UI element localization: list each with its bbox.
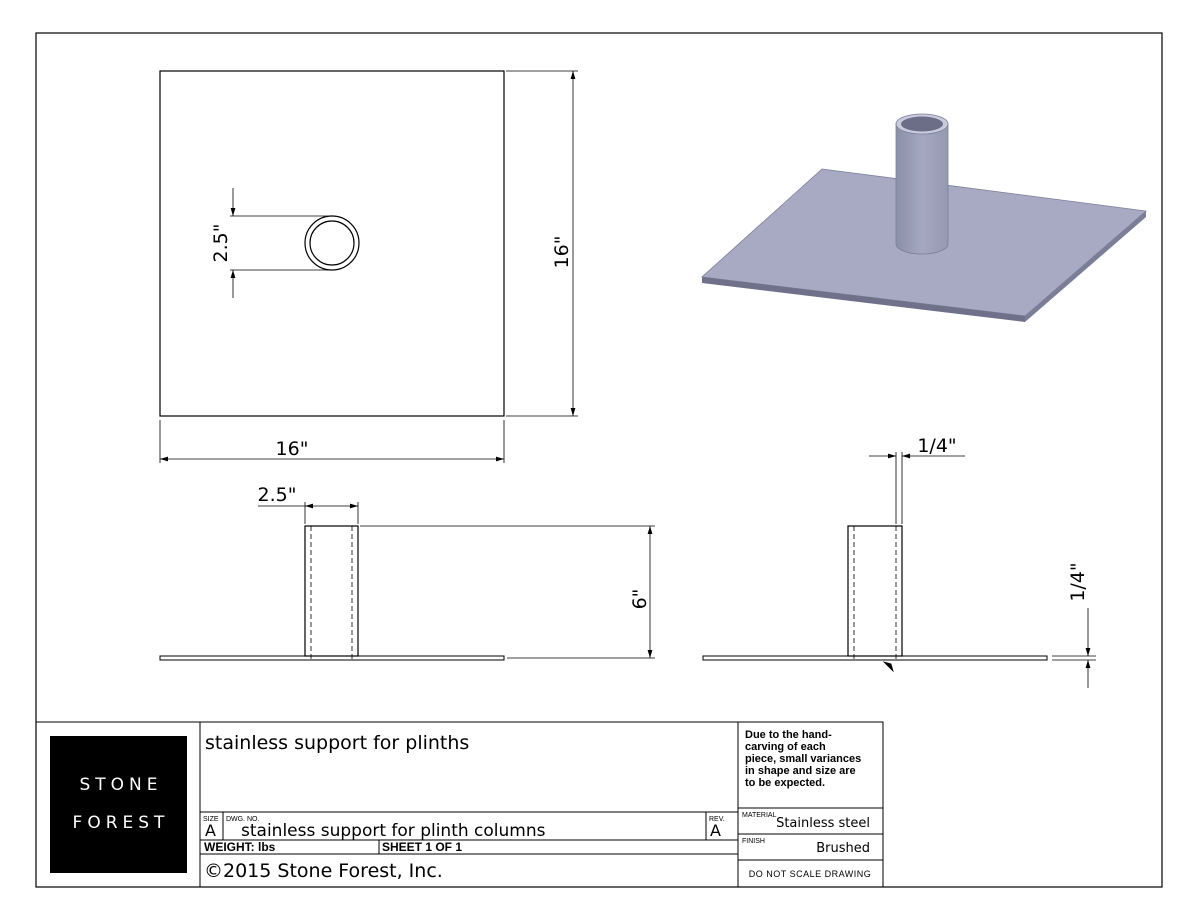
logo-line-stone: STONE — [79, 775, 162, 795]
iso-plate-edge-front — [702, 277, 1025, 322]
note-line-1: Due to the hand- — [745, 729, 832, 741]
drawing-title: stainless support for plinths — [205, 732, 469, 754]
top-view — [159, 70, 578, 463]
dwg-no-label: DWG. NO. — [226, 816, 259, 823]
do-not-scale-note: DO NOT SCALE DRAWING — [749, 869, 872, 879]
finish-label: FINISH — [742, 838, 765, 845]
dim-tube-diameter-top: 2.5" — [210, 224, 232, 263]
stone-forest-logo — [50, 736, 187, 873]
note-line-2: carving of each — [745, 741, 826, 753]
isometric-view — [701, 113, 1147, 322]
dim-plate-height: 16" — [551, 236, 573, 269]
sheet-field: SHEET 1 OF 1 — [382, 840, 462, 854]
note-line-4: in shape and size are — [745, 765, 856, 777]
iso-tube-body — [895, 123, 949, 255]
dim-tube-height: 6" — [629, 589, 651, 610]
finish-value: Brushed — [816, 841, 870, 856]
dim-tube-diameter-front: 2.5" — [258, 484, 297, 506]
dwg-no-value: stainless support for plinth columns — [241, 821, 546, 841]
sheet-border — [35, 32, 1163, 888]
dim-plate-width: 16" — [276, 438, 309, 460]
note-line-3: piece, small variances — [745, 753, 861, 765]
side-view — [702, 452, 1096, 688]
weld-mark — [882, 661, 894, 673]
tube-inner-circle — [309, 220, 355, 266]
dim-plate-thickness: 1/4" — [1067, 562, 1089, 601]
front-view — [159, 502, 655, 661]
side-tube — [847, 525, 903, 657]
copyright: ©2015 Stone Forest, Inc. — [204, 860, 443, 882]
material-label: MATERIAL — [742, 812, 777, 819]
logo-line-forest: FOREST — [73, 813, 170, 833]
material-value: Stainless steel — [776, 816, 870, 831]
size-value: A — [205, 821, 216, 840]
front-tube — [304, 525, 359, 657]
note-line-5: to be expected. — [745, 777, 825, 789]
rev-label: REV. — [709, 816, 725, 823]
rev-value: A — [710, 821, 721, 840]
size-label: SIZE — [203, 816, 219, 823]
plate-outline-top — [159, 70, 505, 417]
weight-field: WEIGHT: lbs — [204, 840, 276, 854]
iso-plate-edge-right — [1025, 211, 1146, 322]
iso-tube-bore — [901, 116, 943, 132]
tube-outer-circle — [304, 215, 360, 271]
dim-wall-thickness: 1/4" — [917, 435, 956, 457]
title-block — [35, 721, 884, 888]
